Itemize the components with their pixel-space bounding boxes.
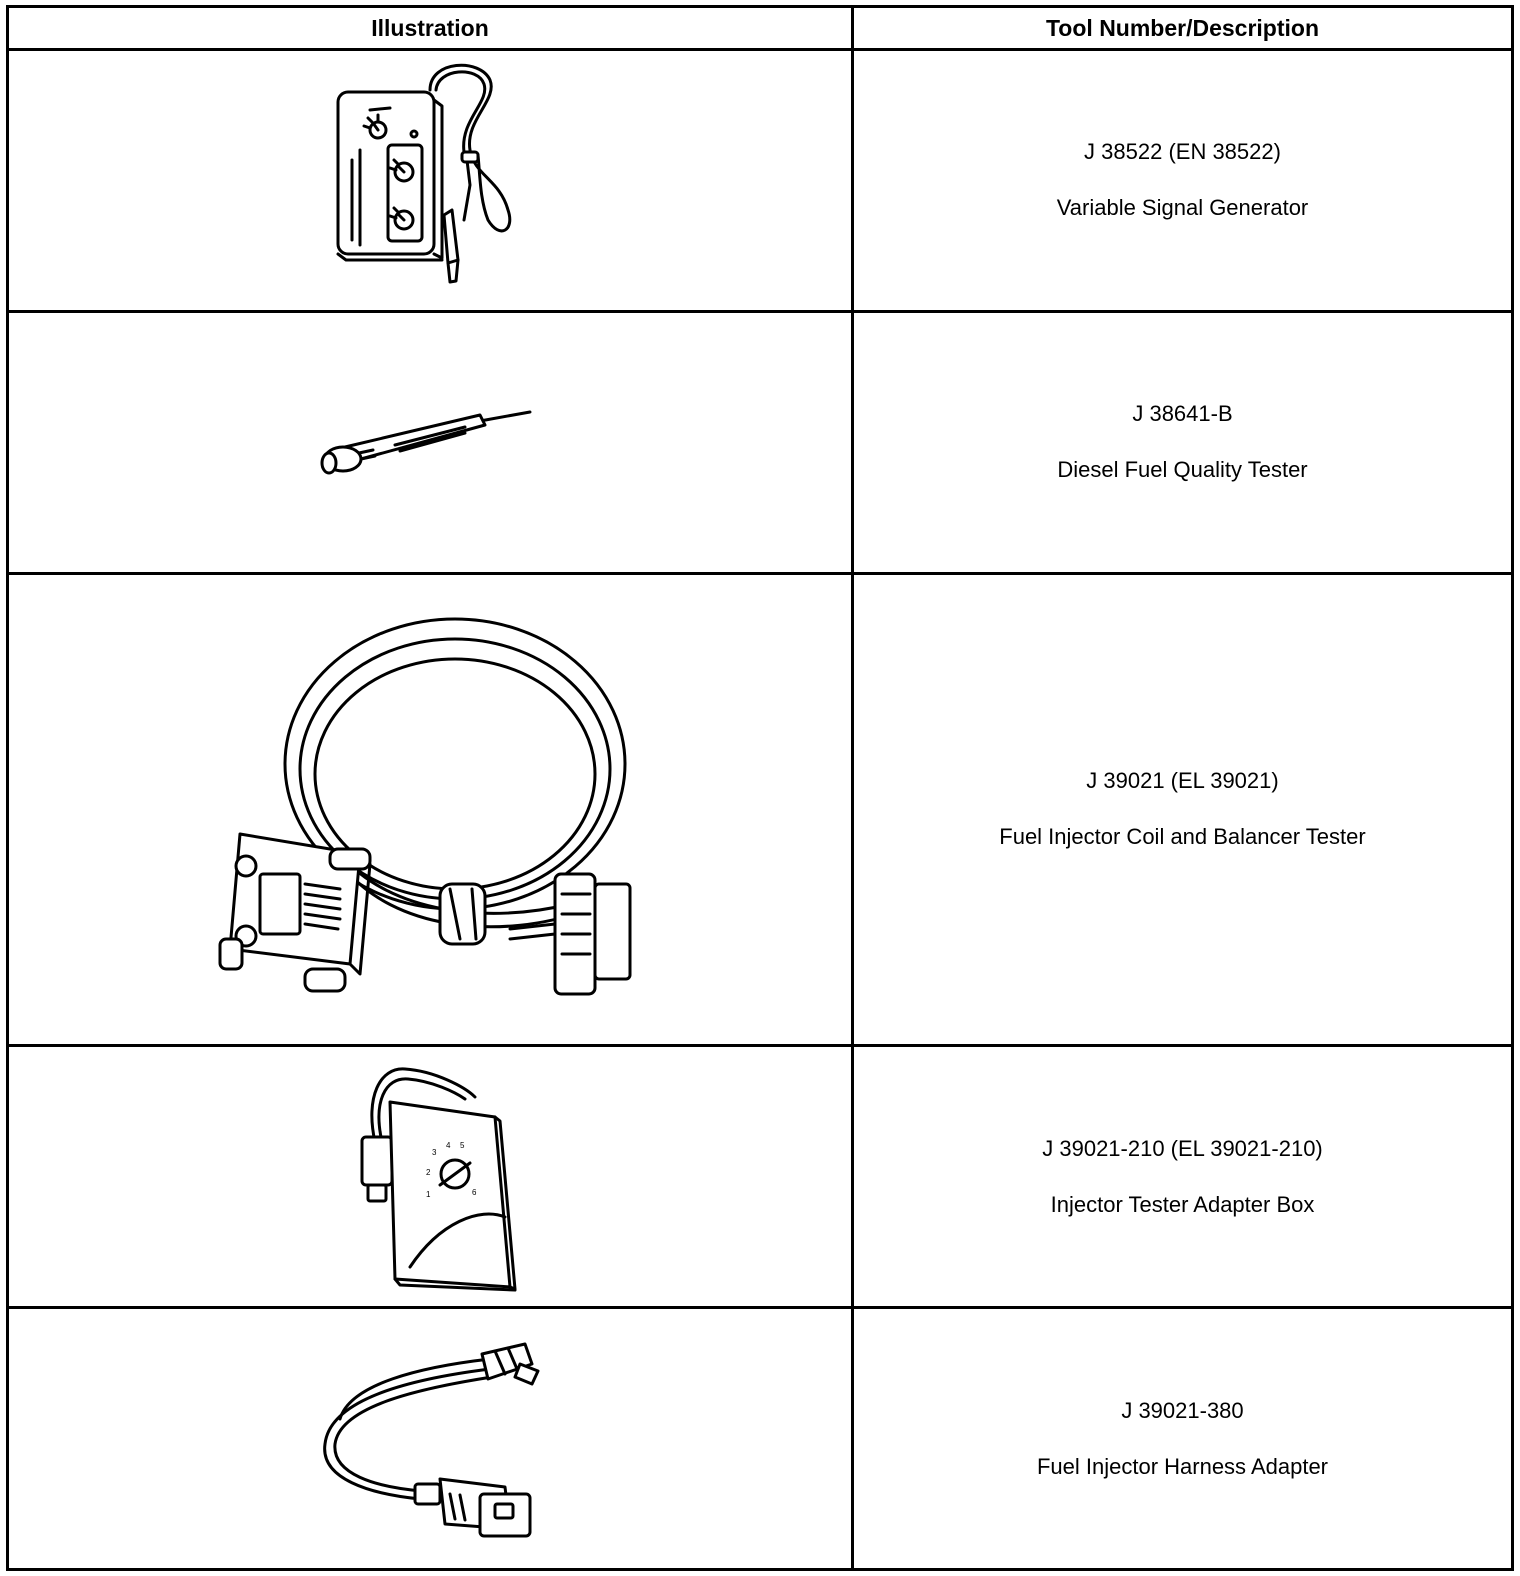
diesel-fuel-quality-tester-illustration: [320, 410, 532, 475]
dial-number: 3: [432, 1148, 437, 1157]
dial-number: 2: [426, 1168, 431, 1177]
injector-tester-adapter-box-illustration: 1 2 3 4 5 6: [360, 1067, 517, 1292]
tool-description-cell: J 38522 (EN 38522) Variable Signal Gener…: [851, 48, 1514, 313]
table-row: J 38641-B Diesel Fuel Quality Tester: [6, 309, 1514, 575]
table-row: J 38522 (EN 38522) Variable Signal Gener…: [6, 48, 1514, 313]
tool-number: J 39021 (EL 39021): [1086, 768, 1279, 794]
tool-description-cell: J 38641-B Diesel Fuel Quality Tester: [851, 309, 1514, 575]
illustration-cell: [6, 1306, 854, 1571]
special-tools-table: Illustration Tool Number/Description: [6, 5, 1514, 1571]
table-row: J 39021 (EL 39021) Fuel Injector Coil an…: [6, 571, 1514, 1048]
illustration-cell: [6, 48, 854, 313]
tool-description: Fuel Injector Coil and Balancer Tester: [999, 824, 1366, 850]
fuel-injector-harness-adapter-illustration: [323, 1342, 540, 1538]
dial-number: 6: [472, 1188, 477, 1197]
tool-description-cell: J 39021 (EL 39021) Fuel Injector Coil an…: [851, 571, 1514, 1048]
tool-number: J 38522 (EN 38522): [1084, 139, 1281, 165]
tool-description: Diesel Fuel Quality Tester: [1057, 457, 1308, 483]
dial-number: 1: [426, 1190, 431, 1199]
tool-description: Injector Tester Adapter Box: [1050, 1191, 1315, 1217]
tool-description: Variable Signal Generator: [1056, 195, 1309, 221]
dial-number: 4: [446, 1141, 451, 1150]
dial-number: 5: [460, 1141, 465, 1150]
header-illustration: Illustration: [6, 5, 854, 51]
header-row: Illustration Tool Number/Description: [6, 5, 1514, 51]
table-row: J 39021-380 Fuel Injector Harness Adapte…: [6, 1306, 1514, 1571]
variable-signal-generator-illustration: [336, 64, 512, 284]
illustration-cell: [6, 309, 854, 575]
injector-coil-balancer-tester-illustration: [218, 617, 632, 996]
table-row: 1 2 3 4 5 6 J 39021-210 (EL 39021-210) I…: [6, 1044, 1514, 1310]
header-tool-number-description: Tool Number/Description: [851, 5, 1514, 51]
tool-number: J 39021-210 (EL 39021-210): [1042, 1135, 1323, 1161]
illustration-cell: 1 2 3 4 5 6: [6, 1044, 854, 1310]
tool-description-cell: J 39021-210 (EL 39021-210) Injector Test…: [851, 1044, 1514, 1310]
tool-description: Fuel Injector Harness Adapter: [1036, 1453, 1329, 1479]
tool-number: J 39021-380: [1121, 1397, 1244, 1423]
illustration-cell: [6, 571, 854, 1048]
tool-number: J 38641-B: [1132, 401, 1233, 427]
tool-description-cell: J 39021-380 Fuel Injector Harness Adapte…: [851, 1306, 1514, 1571]
